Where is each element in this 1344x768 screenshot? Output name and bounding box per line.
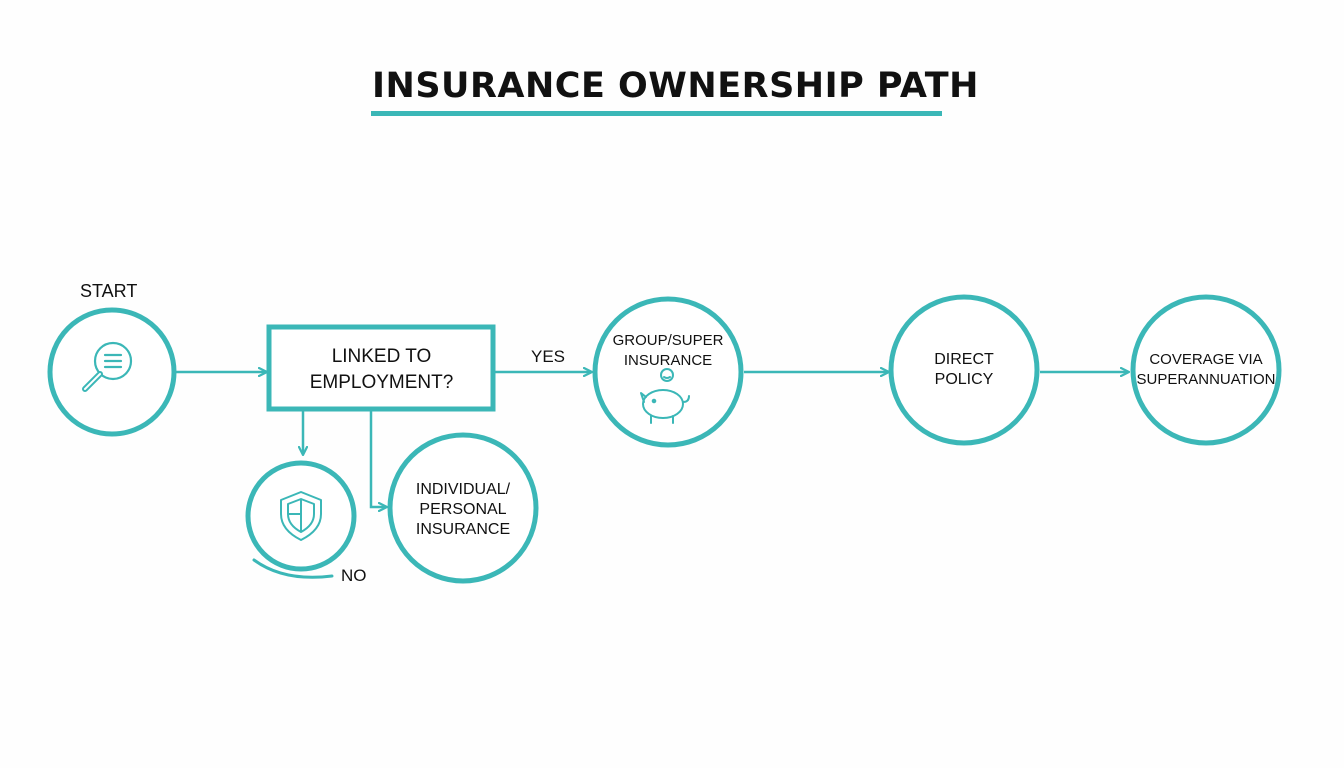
- shield-node-swoosh: [252, 558, 334, 579]
- piggy-bank-icon: [640, 368, 690, 424]
- individual-node: [387, 432, 539, 584]
- start-label: START: [80, 281, 138, 301]
- magnifier-document-icon: [82, 341, 133, 392]
- arrow-no-to-individual: [369, 411, 386, 507]
- start-node: [47, 307, 177, 437]
- coverage-super-text: COVERAGE VIA SUPERANNUATION: [1136, 351, 1276, 388]
- direct-policy-node: [888, 294, 1040, 446]
- decision-text: LINKED TO EMPLOYMENT?: [309, 346, 454, 393]
- title-underline: [371, 111, 942, 116]
- group-super-node: [592, 296, 744, 448]
- decision-box: [266, 324, 496, 412]
- direct-policy-text: DIRECT POLICY: [934, 351, 994, 388]
- individual-text: INDIVIDUAL/ PERSONAL INSURANCE: [415, 481, 511, 538]
- no-label: NO: [341, 566, 367, 585]
- yes-label: YES: [531, 347, 566, 366]
- coverage-super-node: [1130, 294, 1282, 446]
- group-super-text: GROUP/SUPER INSURANCE: [612, 332, 724, 369]
- shield-icon: [280, 491, 322, 541]
- diagram-title: INSURANCE OWNERSHIP PATH: [372, 66, 979, 106]
